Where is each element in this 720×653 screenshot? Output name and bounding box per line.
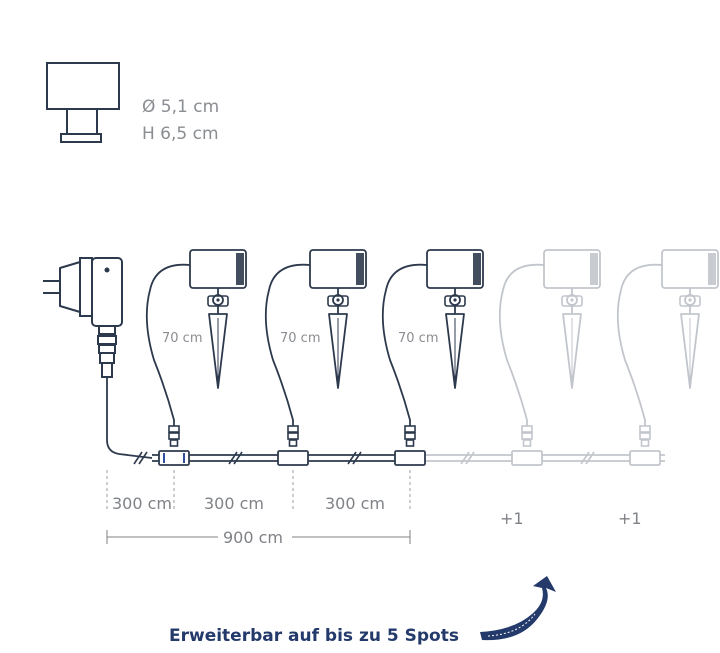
height-label: H 6,5 cm xyxy=(142,124,219,144)
main-cable xyxy=(106,377,665,465)
extension-label: +1 xyxy=(618,509,642,528)
garden-spot-icon xyxy=(264,249,367,466)
spot-housing-icon xyxy=(46,62,120,143)
segment-length-label: 300 cm xyxy=(112,494,172,513)
segment-length-label: 300 cm xyxy=(204,494,264,513)
segment-length-label: 300 cm xyxy=(325,494,385,513)
cable-length-label: 70 cm xyxy=(162,331,203,346)
power-plug-icon xyxy=(43,257,123,378)
cable-length-label: 70 cm xyxy=(398,331,439,346)
garden-spot-icon xyxy=(498,249,601,466)
garden-spot-icon xyxy=(616,249,719,466)
total-length-label: 900 cm xyxy=(223,528,283,547)
curved-arrow-icon xyxy=(480,576,556,641)
diameter-label: Ø 5,1 cm xyxy=(142,97,219,117)
garden-spot-icon xyxy=(145,249,247,466)
dimension-guides xyxy=(106,470,411,512)
cable-length-label: 70 cm xyxy=(280,331,321,346)
extension-label: +1 xyxy=(500,509,524,528)
expansion-caption: Erweiterbar auf bis zu 5 Spots xyxy=(169,626,459,646)
garden-spot-icon xyxy=(381,249,484,466)
total-dimension-line xyxy=(106,530,411,544)
